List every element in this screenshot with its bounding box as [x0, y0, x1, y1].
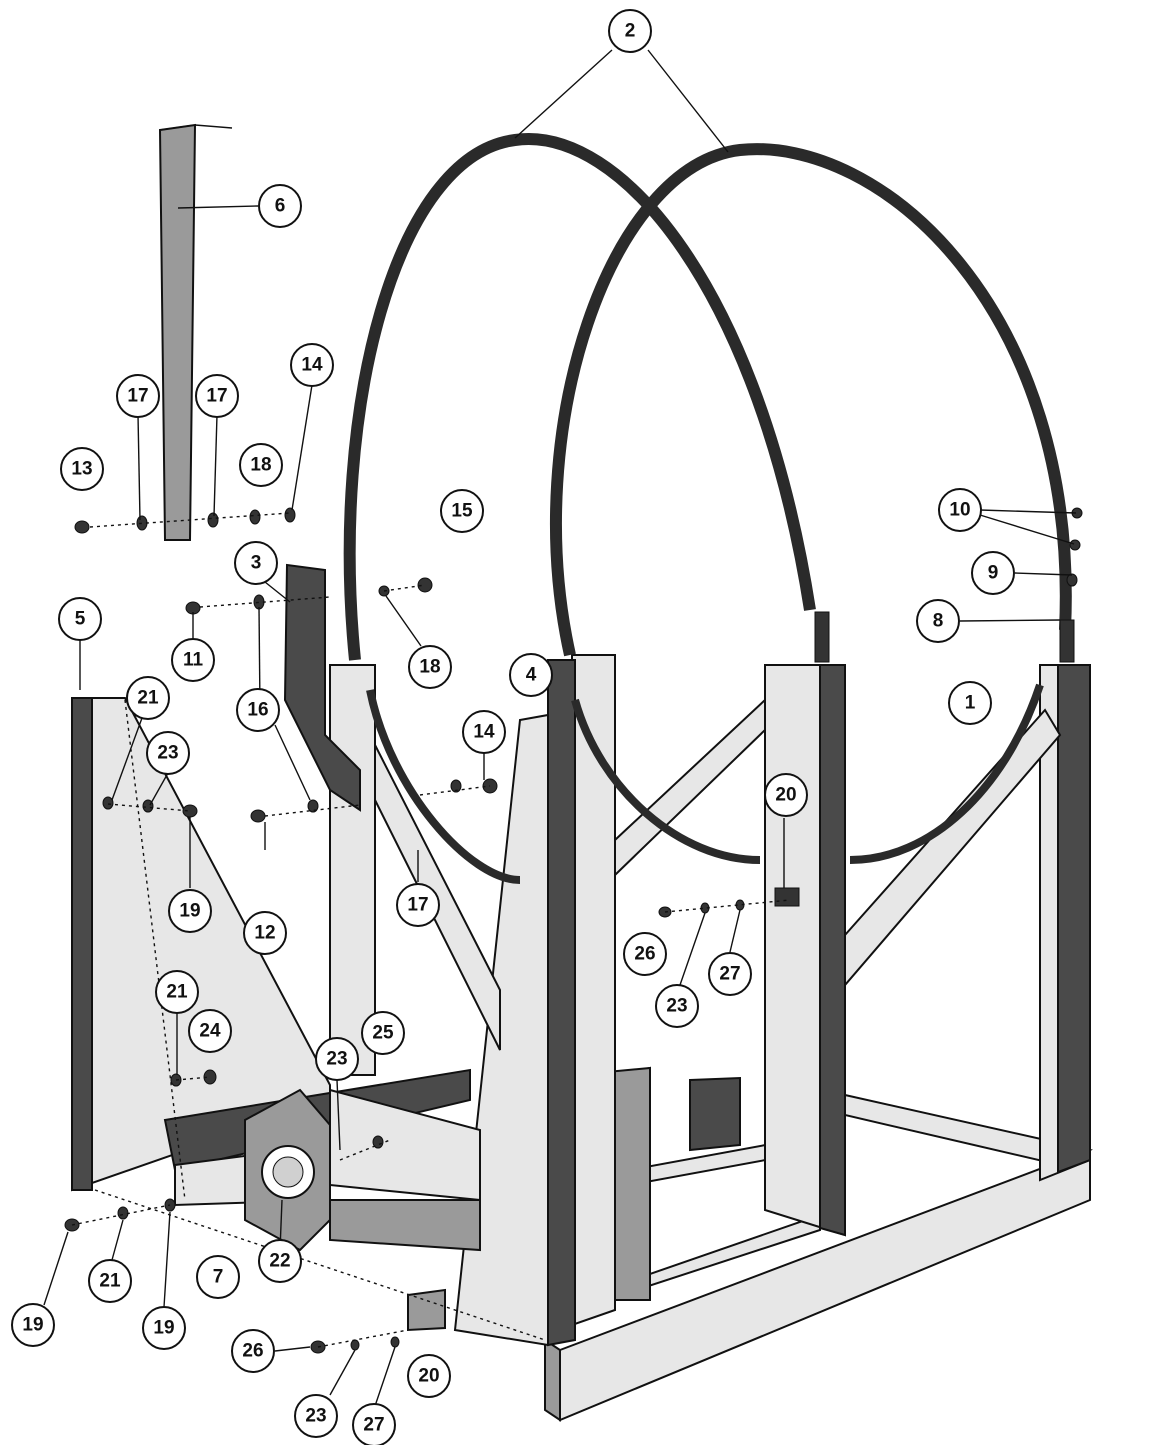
callout-20: 20 — [764, 773, 808, 817]
callout-10: 10 — [938, 488, 982, 532]
svg-text:5: 5 — [75, 609, 86, 630]
left-side-panel — [71, 697, 331, 1192]
svg-text:19: 19 — [153, 1318, 174, 1339]
callout-5: 5 — [58, 597, 102, 641]
svg-text:9: 9 — [988, 563, 999, 584]
tapered-gusset — [453, 713, 549, 1347]
svg-text:19: 19 — [179, 901, 200, 922]
callout-14: 14 — [462, 710, 506, 754]
callout-18: 18 — [239, 443, 283, 487]
svg-text:18: 18 — [250, 455, 271, 476]
callouts: 2 6 17 17 14 13 18 15 10 9 3 8 5 11 18 4… — [11, 9, 1015, 1445]
angle-bracket-3 — [283, 563, 361, 812]
callout-22: 22 — [258, 1239, 302, 1283]
callout-2: 2 — [608, 9, 652, 53]
svg-text:20: 20 — [418, 1366, 439, 1387]
callout-3: 3 — [234, 541, 278, 585]
callout-18: 18 — [408, 645, 452, 689]
svg-text:8: 8 — [933, 611, 944, 632]
svg-text:23: 23 — [157, 743, 178, 764]
callout-26: 26 — [623, 932, 667, 976]
svg-text:27: 27 — [719, 964, 740, 985]
left-rear-upright — [329, 664, 376, 1076]
angle-strip-6 — [158, 123, 233, 541]
svg-text:2: 2 — [625, 21, 636, 42]
callout-27: 27 — [352, 1403, 396, 1445]
callout-25: 25 — [361, 1011, 405, 1055]
svg-text:13: 13 — [71, 459, 92, 480]
svg-text:7: 7 — [213, 1267, 224, 1288]
callout-23: 23 — [655, 984, 699, 1028]
svg-text:6: 6 — [275, 196, 286, 217]
svg-text:3: 3 — [251, 553, 262, 574]
callout-1: 1 — [948, 681, 992, 725]
svg-text:14: 14 — [473, 722, 495, 743]
svg-text:23: 23 — [666, 996, 687, 1017]
callout-20: 20 — [407, 1354, 451, 1398]
callout-14: 14 — [290, 343, 334, 387]
callout-23: 23 — [146, 731, 190, 775]
svg-text:10: 10 — [949, 500, 970, 521]
svg-text:17: 17 — [206, 386, 227, 407]
svg-text:24: 24 — [199, 1021, 221, 1042]
callout-12: 12 — [243, 911, 287, 955]
svg-text:14: 14 — [301, 355, 323, 376]
callout-17: 17 — [396, 883, 440, 927]
front-hoop — [343, 133, 816, 661]
callout-6: 6 — [258, 184, 302, 228]
svg-text:18: 18 — [419, 657, 440, 678]
callout-15: 15 — [440, 489, 484, 533]
svg-text:21: 21 — [137, 688, 159, 709]
callout-11: 11 — [171, 638, 215, 682]
svg-text:11: 11 — [183, 650, 204, 671]
rear-hoop — [549, 143, 1072, 657]
right-diagonal-brace — [844, 708, 1062, 988]
svg-text:19: 19 — [22, 1315, 43, 1336]
callout-21: 21 — [88, 1259, 132, 1303]
hoop-rings — [343, 133, 1072, 884]
svg-text:15: 15 — [451, 501, 473, 522]
component-tray — [163, 1068, 481, 1332]
callout-21: 21 — [126, 676, 170, 720]
callout-23: 23 — [315, 1037, 359, 1081]
callout-8: 8 — [916, 599, 960, 643]
svg-text:12: 12 — [254, 923, 275, 944]
svg-text:27: 27 — [363, 1415, 384, 1436]
svg-text:21: 21 — [166, 982, 188, 1003]
svg-text:20: 20 — [775, 785, 796, 806]
callout-19: 19 — [11, 1303, 55, 1347]
callout-19: 19 — [168, 889, 212, 933]
svg-text:1: 1 — [965, 693, 976, 714]
callout-24: 24 — [188, 1009, 232, 1053]
callout-4: 4 — [509, 653, 553, 697]
callout-17: 17 — [195, 374, 239, 418]
callout-16: 16 — [236, 688, 280, 732]
svg-text:26: 26 — [634, 944, 655, 965]
svg-text:16: 16 — [247, 700, 268, 721]
svg-text:22: 22 — [269, 1251, 290, 1272]
callout-13: 13 — [60, 447, 104, 491]
svg-text:23: 23 — [326, 1049, 347, 1070]
callout-26: 26 — [231, 1329, 275, 1373]
callout-7: 7 — [196, 1255, 240, 1299]
callout-23: 23 — [294, 1394, 338, 1438]
svg-text:23: 23 — [305, 1406, 326, 1427]
callout-17: 17 — [116, 374, 160, 418]
callout-21: 21 — [155, 970, 199, 1014]
svg-text:17: 17 — [127, 386, 148, 407]
svg-text:25: 25 — [372, 1023, 394, 1044]
svg-text:4: 4 — [526, 665, 537, 686]
callout-9: 9 — [971, 551, 1015, 595]
callout-27: 27 — [708, 952, 752, 996]
callout-19: 19 — [142, 1306, 186, 1350]
svg-text:26: 26 — [242, 1341, 263, 1362]
svg-text:17: 17 — [407, 895, 428, 916]
svg-text:21: 21 — [99, 1271, 121, 1292]
